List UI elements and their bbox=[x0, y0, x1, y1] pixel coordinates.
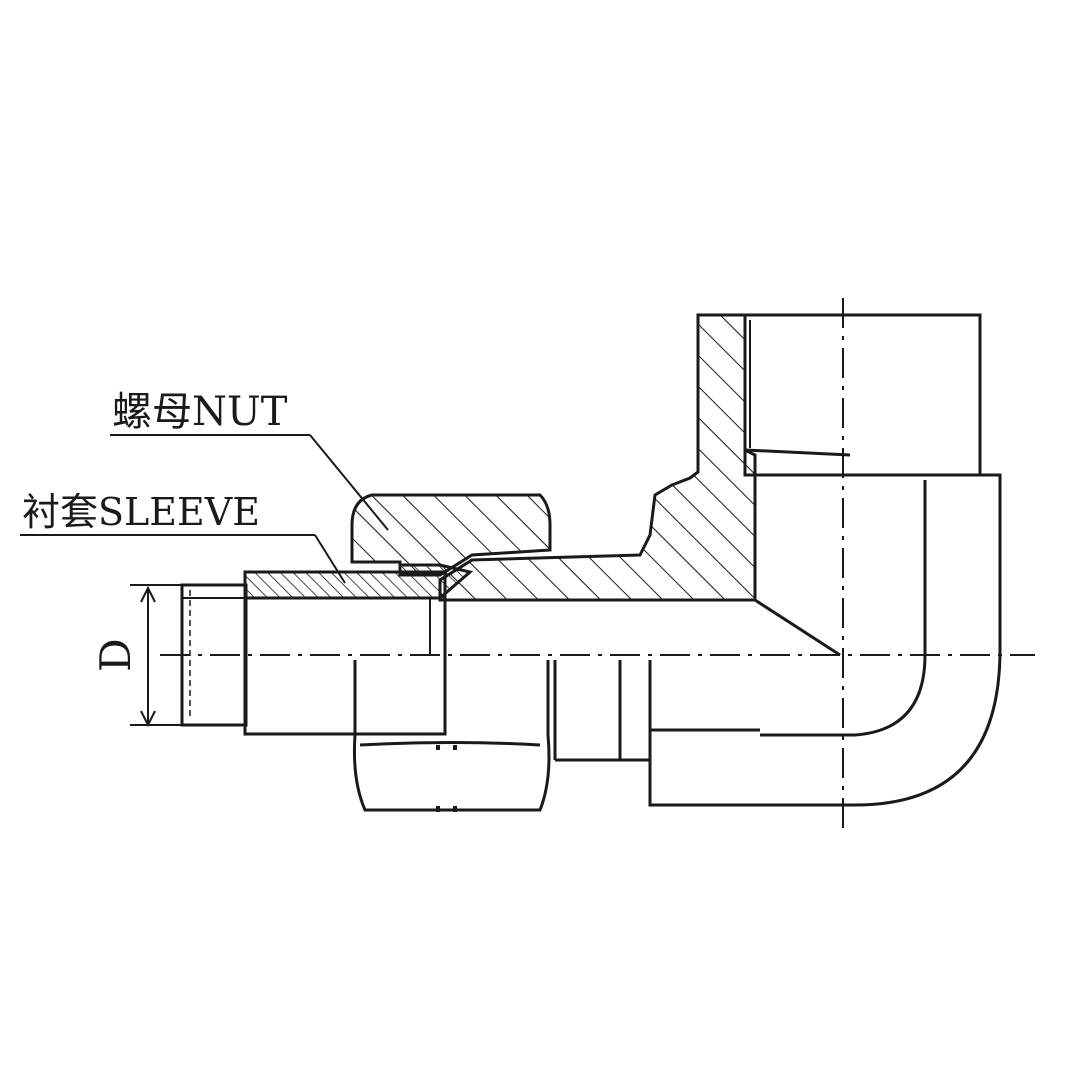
sleeve-label: 衬套SLEEVE bbox=[22, 490, 260, 534]
nut-section bbox=[350, 493, 552, 577]
sleeve-section bbox=[243, 563, 474, 600]
elbow-outer bbox=[648, 473, 1002, 807]
nut-label: 螺母NUT bbox=[112, 389, 288, 435]
body-section bbox=[438, 313, 757, 602]
dimension-d-label: D bbox=[91, 638, 140, 672]
nut-hex bbox=[352, 660, 551, 812]
